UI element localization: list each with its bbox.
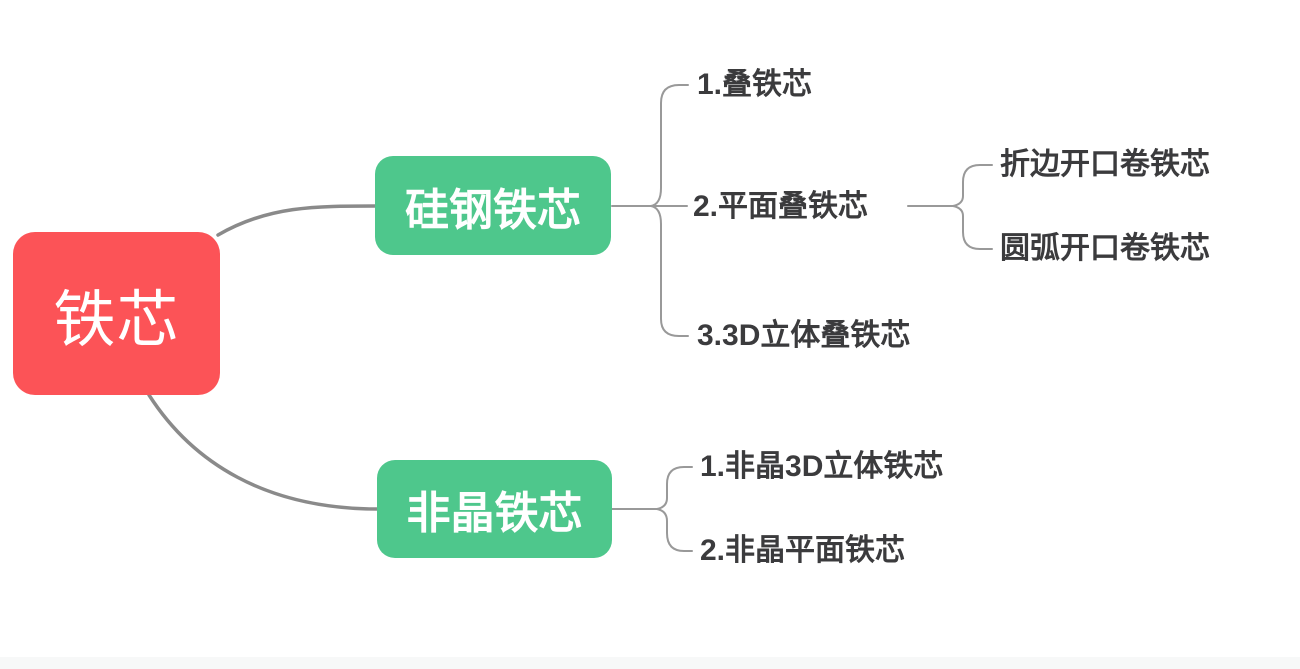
subtopic-3d-stacked-core[interactable]: 3.3D立体叠铁芯 [697, 319, 911, 352]
connector-root-branch1 [216, 204, 378, 237]
connector-branch2-child1 [656, 466, 693, 510]
branch-topic-label: 硅钢铁芯 [405, 185, 581, 235]
subtopic-arc-open-wound-core[interactable]: 圆弧开口卷铁芯 [1000, 232, 1210, 265]
subtopic-amorphous-3d-core[interactable]: 1.非晶3D立体铁芯 [700, 450, 944, 483]
connector-branch1-child3 [650, 205, 689, 337]
connector-branch2-child2 [656, 508, 693, 552]
connector-child2-sub2 [952, 205, 993, 250]
subtopic-folded-open-wound-core[interactable]: 折边开口卷铁芯 [1000, 148, 1210, 181]
connector-child2-sub1 [952, 164, 993, 207]
subtopic-planar-stacked-core[interactable]: 2.平面叠铁芯 [693, 190, 869, 223]
subtopic-stacked-core[interactable]: 1.叠铁芯 [697, 68, 813, 101]
connector-branch1-child1 [650, 84, 689, 207]
branch-topic-label: 非晶铁芯 [406, 489, 583, 538]
subtopic-amorphous-planar-core[interactable]: 2.非晶平面铁芯 [700, 534, 906, 567]
root-topic[interactable]: 铁芯 [13, 232, 220, 395]
branch-topic-amorphous[interactable]: 非晶铁芯 [377, 460, 612, 558]
connector-root-branch2 [147, 393, 380, 511]
footer-bar [0, 657, 1300, 669]
branch-topic-silicon-steel[interactable]: 硅钢铁芯 [375, 156, 611, 255]
root-topic-label: 铁芯 [53, 285, 180, 355]
